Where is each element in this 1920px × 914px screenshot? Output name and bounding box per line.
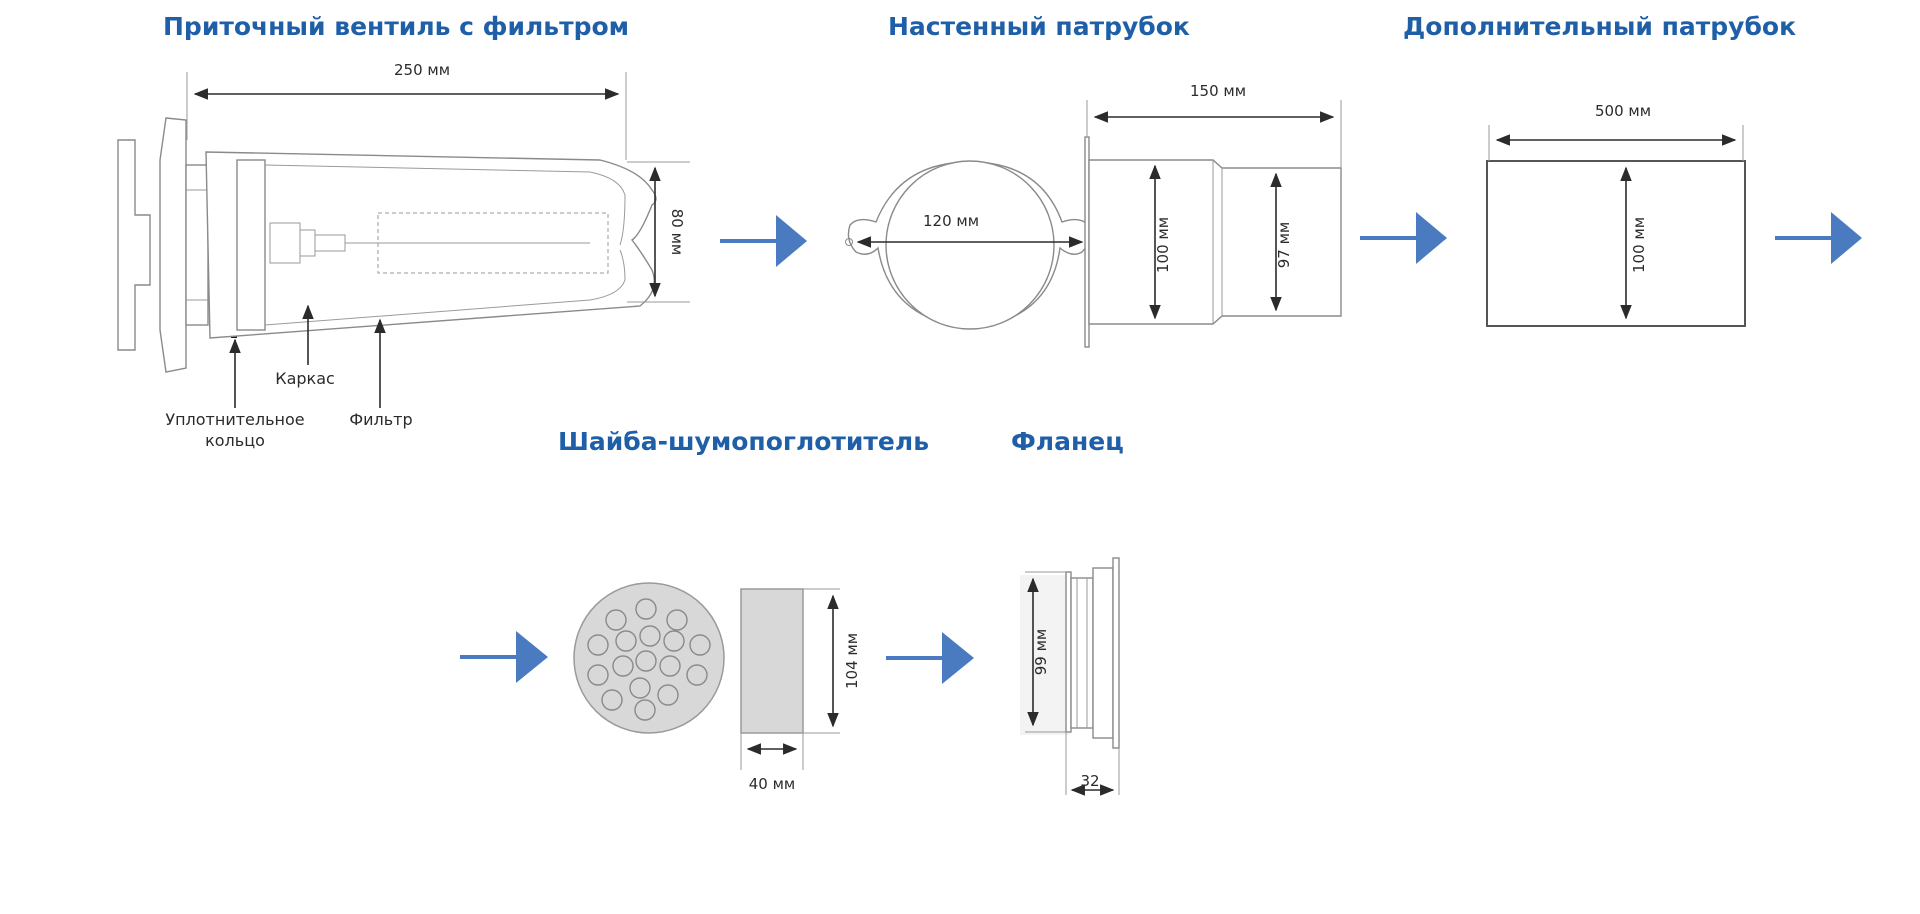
frame-label: Каркас [275, 369, 335, 388]
flow-arrow-1 [720, 215, 807, 267]
wall-pipe-front-view: 120 мм [845, 160, 1094, 330]
flange-drawing: 99 мм 32 [1020, 557, 1120, 796]
extra-pipe-diameter-label: 100 мм [1630, 217, 1648, 273]
flow-arrow-5 [886, 632, 974, 684]
title-flange: Фланец [1011, 427, 1124, 456]
filter-label: Фильтр [349, 410, 412, 429]
washer-side-view: 104 мм 40 мм [740, 588, 861, 793]
title-washer: Шайба-шумопоглотитель [558, 427, 929, 456]
washer-diameter-label: 104 мм [843, 633, 861, 689]
valve-length-label: 250 мм [394, 61, 450, 79]
wall-pipe-side-view: 150 мм 100 мм 97 мм [1084, 82, 1342, 348]
flange-width-label: 32 [1080, 772, 1099, 790]
wall-pipe-outer-diameter-label: 100 мм [1154, 217, 1172, 273]
title-wall-pipe: Настенный патрубок [888, 12, 1190, 41]
flow-arrow-2 [1360, 212, 1447, 264]
flange-diameter-label: 99 мм [1032, 629, 1050, 676]
wall-pipe-inner-diameter-label: 97 мм [1275, 222, 1293, 269]
seal-label-line1: Уплотнительное [165, 410, 304, 429]
flow-arrow-3 [1775, 212, 1862, 264]
extra-pipe-drawing: 500 мм 100 мм [1486, 102, 1746, 327]
seal-label-line2: кольцо [205, 431, 265, 450]
valve-drawing: 250 мм 80 мм Каркас Уплотнительное кольц… [117, 61, 690, 450]
wall-pipe-front-diameter-label: 120 мм [923, 212, 979, 230]
wall-pipe-length-label: 150 мм [1190, 82, 1246, 100]
washer-thickness-label: 40 мм [749, 775, 796, 793]
extra-pipe-length-label: 500 мм [1595, 102, 1651, 120]
title-valve: Приточный вентиль с фильтром [163, 12, 629, 41]
washer-front-view [573, 582, 725, 734]
flow-arrow-4 [460, 631, 548, 683]
title-extra-pipe: Дополнительный патрубок [1403, 12, 1796, 41]
valve-diameter-label: 80 мм [668, 209, 686, 256]
